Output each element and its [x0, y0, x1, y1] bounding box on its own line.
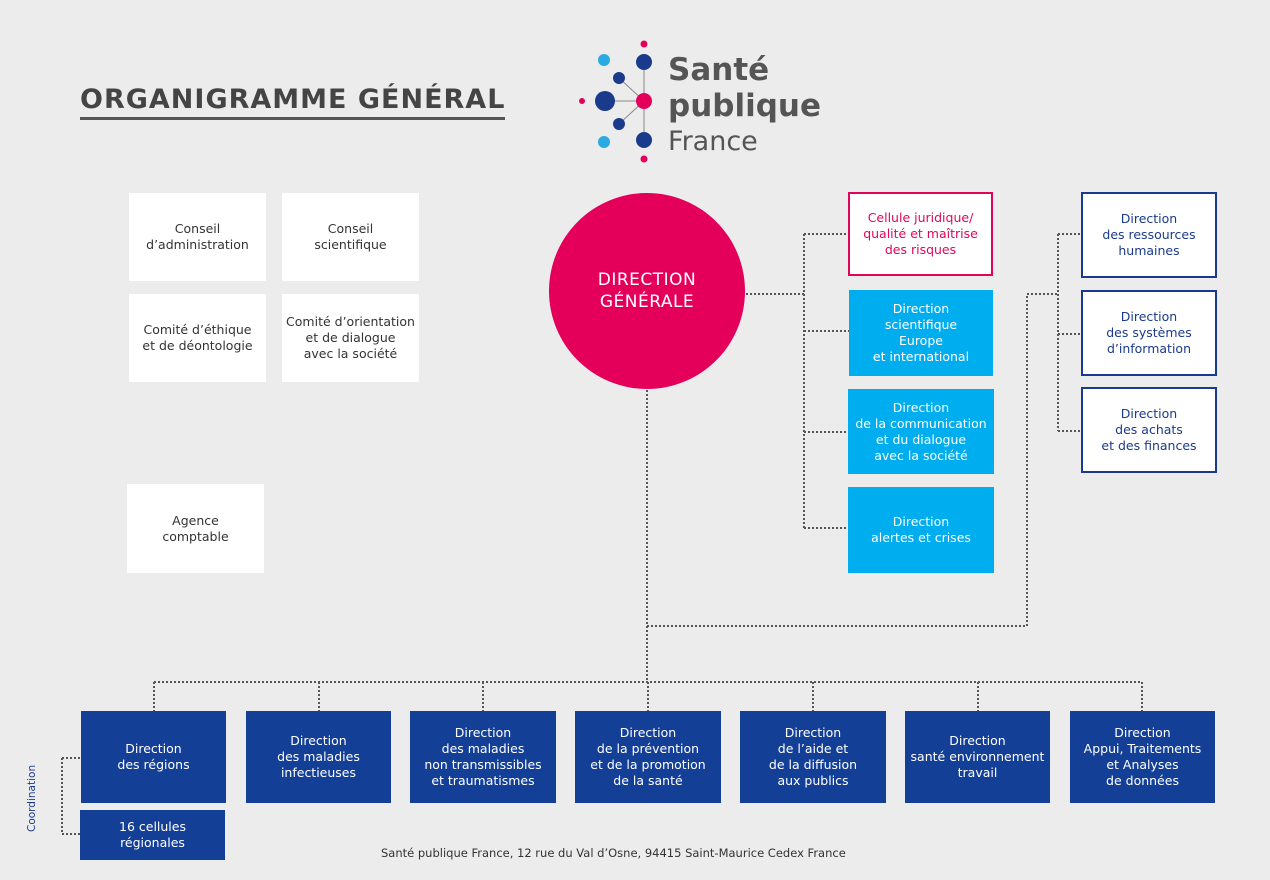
- unit-ressources-humaines: Direction des ressources humaines: [1081, 192, 1217, 278]
- unit-maladies-non-transmissibles: Direction des maladies non transmissible…: [410, 711, 556, 803]
- governance-agence-comptable: Agence comptable: [127, 484, 264, 573]
- unit-cellule-juridique: Cellule juridique/ qualité et maîtrise d…: [848, 192, 993, 276]
- logo-line-3: France: [668, 126, 758, 157]
- governance-comite-ethique: Comité d’éthique et de déontologie: [129, 294, 266, 382]
- direction-generale-node: DIRECTION GÉNÉRALE: [549, 193, 745, 389]
- unit-cellules-regionales: 16 cellules régionales: [80, 810, 225, 860]
- unit-appui-traitements: Direction Appui, Traitements et Analyses…: [1070, 711, 1215, 803]
- page-title: ORGANIGRAMME GÉNÉRAL: [80, 84, 506, 120]
- governance-conseil-administration: Conseil d’administration: [129, 193, 266, 281]
- unit-sante-environnement: Direction santé environnement travail: [905, 711, 1050, 803]
- footer-address: Santé publique France, 12 rue du Val d’O…: [381, 846, 846, 860]
- logo-line-1: Santé: [668, 52, 770, 88]
- governance-conseil-scientifique: Conseil scientifique: [282, 193, 419, 281]
- unit-achats-finances: Direction des achats et des finances: [1081, 387, 1217, 473]
- governance-comite-orientation: Comité d’orientation et de dialogue avec…: [282, 294, 419, 382]
- unit-direction-alertes: Direction alertes et crises: [848, 487, 994, 573]
- coordination-label: Coordination: [26, 764, 38, 832]
- sante-publique-logo-icon: [579, 40, 652, 163]
- unit-direction-scientifique: Direction scientifique Europe et interna…: [849, 290, 993, 376]
- logo-text: Santé publique France: [668, 52, 821, 160]
- logo-line-2: publique: [668, 88, 821, 124]
- unit-direction-communication: Direction de la communication et du dial…: [848, 389, 994, 474]
- unit-aide-diffusion: Direction de l’aide et de la diffusion a…: [740, 711, 886, 803]
- unit-systemes-information: Direction des systèmes d’information: [1081, 290, 1217, 376]
- unit-direction-regions: Direction des régions: [81, 711, 226, 803]
- unit-maladies-infectieuses: Direction des maladies infectieuses: [246, 711, 391, 803]
- unit-prevention-promotion: Direction de la prévention et de la prom…: [575, 711, 721, 803]
